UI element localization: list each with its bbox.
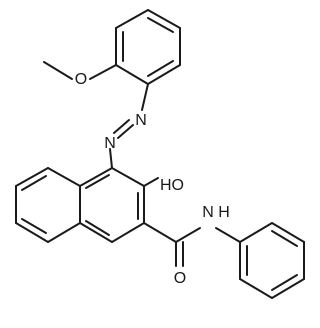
methoxyphenyl-ring bbox=[115, 9, 181, 85]
azo-nitrogen-1-label: N bbox=[135, 112, 147, 129]
amide-nitrogen-label: N bbox=[202, 204, 214, 221]
carbonyl-oxygen-label: O bbox=[174, 270, 186, 287]
azo-nitrogen-2-label: N bbox=[104, 135, 116, 152]
methoxy-oxygen-label: O bbox=[75, 71, 87, 88]
amide-hydrogen-label: H bbox=[218, 204, 230, 221]
naphthalene-core bbox=[15, 167, 145, 243]
amide-group: O N H bbox=[143, 204, 241, 287]
phenyl-ring bbox=[239, 222, 305, 299]
hydroxyl-group: HO bbox=[143, 177, 184, 194]
azo-linkage: N N bbox=[104, 83, 149, 169]
methoxy-group: O bbox=[43, 61, 117, 88]
hydroxyl-label: HO bbox=[160, 177, 184, 194]
